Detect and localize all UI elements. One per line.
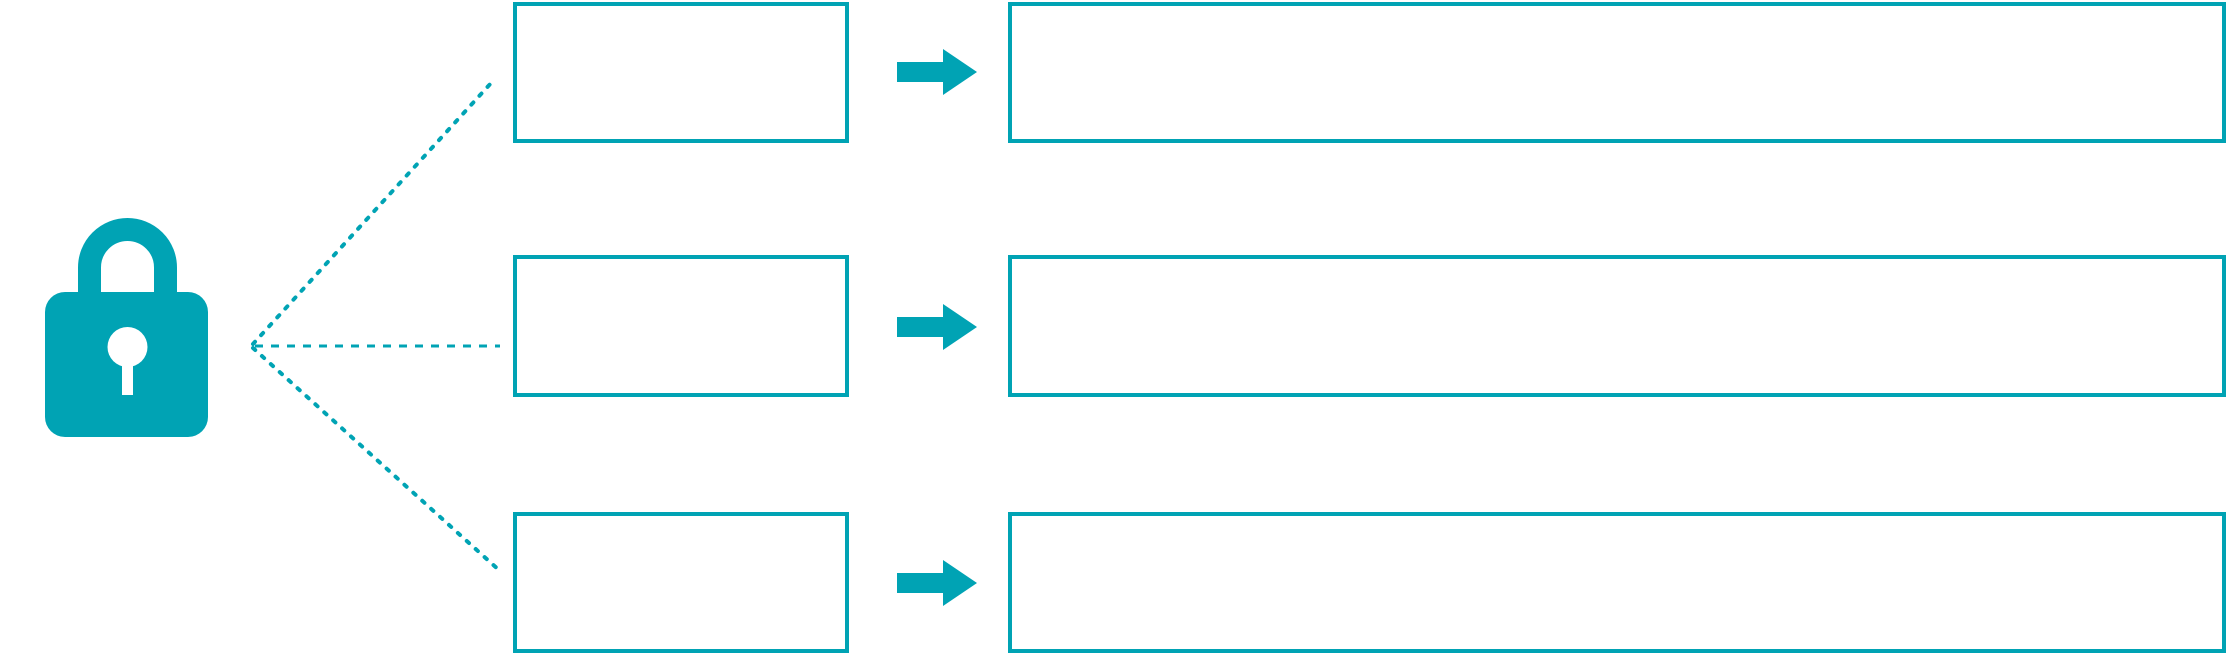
- right-arrow-icon: [897, 49, 977, 95]
- source-box-3: [513, 512, 849, 653]
- lock-keyhole-stem: [122, 350, 133, 395]
- connector-line-top: [251, 80, 494, 346]
- lock-keyhole-circle: [107, 327, 148, 367]
- target-box-1: [1008, 2, 2226, 143]
- lock-icon: [45, 218, 208, 437]
- target-box-2: [1008, 255, 2226, 397]
- target-box-3: [1008, 512, 2226, 653]
- source-box-1: [513, 2, 849, 143]
- right-arrow-icon: [897, 560, 977, 606]
- connector-line-bottom: [251, 346, 502, 573]
- source-box-2: [513, 255, 849, 397]
- lock-shackle: [78, 218, 177, 305]
- right-arrow-icon: [897, 304, 977, 350]
